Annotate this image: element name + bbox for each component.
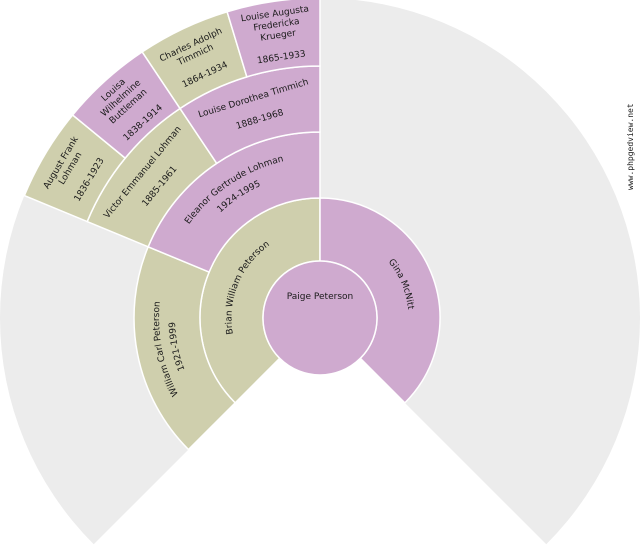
ancestor-segment[interactable]: Louise AugustaFrederickaKrueger1865-1933 xyxy=(226,0,321,78)
root-person[interactable]: Paige Peterson xyxy=(262,260,378,376)
credit-text: www.phpgedview.net xyxy=(626,103,635,190)
credit-watermark: www.phpgedview.net xyxy=(626,90,638,190)
root-circle[interactable] xyxy=(262,260,378,376)
ancestor-segment[interactable]: Charles AdolphTimmich1864-1934 xyxy=(141,10,248,110)
ancestor-segment[interactable]: Louise Dorothea Timmich1888-1968 xyxy=(178,65,321,165)
ancestor-segment[interactable]: LouisaWilhelmineButtleman1838-1914 xyxy=(71,50,182,160)
ancestor-segment[interactable]: Brian William Peterson xyxy=(199,197,321,404)
ancestor-segment[interactable]: Victor Emmanuel Lohman1885-1961 xyxy=(86,107,218,248)
root-name: Paige Peterson xyxy=(287,292,353,302)
female-segment[interactable] xyxy=(226,0,321,78)
